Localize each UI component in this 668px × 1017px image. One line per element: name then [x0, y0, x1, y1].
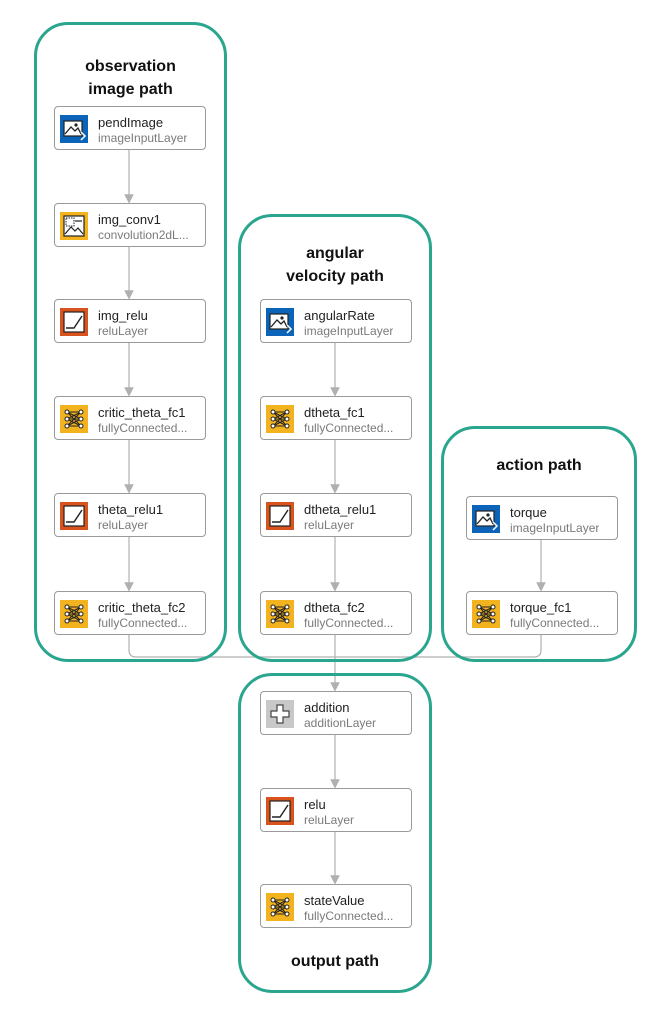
layer-name: stateValue: [304, 893, 365, 908]
fully-connected-icon: [266, 405, 294, 433]
layer-node-addition[interactable]: addition additionLayer: [260, 691, 412, 735]
image-input-icon: [472, 505, 500, 533]
fully-connected-icon: [266, 600, 294, 628]
layer-type: fullyConnected...: [304, 421, 394, 435]
relu-icon: [60, 308, 88, 336]
layer-node-dtheta-relu1[interactable]: dtheta_relu1 reluLayer: [260, 493, 412, 537]
group-title: observation image path: [85, 58, 176, 98]
layer-node-critic-theta-fc2[interactable]: critic_theta_fc2 fullyConnected...: [54, 591, 206, 635]
layer-name: critic_theta_fc1: [98, 405, 186, 420]
layer-node-torque-fc1[interactable]: torque_fc1 fullyConnected...: [466, 591, 618, 635]
layer-type: fullyConnected...: [510, 616, 600, 630]
layer-node-critic-theta-fc1[interactable]: critic_theta_fc1 fullyConnected...: [54, 396, 206, 440]
layer-node-statevalue[interactable]: stateValue fullyConnected...: [260, 884, 412, 928]
layer-type: additionLayer: [304, 716, 377, 730]
layer-type: reluLayer: [98, 518, 149, 532]
layer-node-pendimage[interactable]: pendImage imageInputLayer: [54, 106, 206, 150]
layer-type: fullyConnected...: [98, 616, 188, 630]
addition-icon: [266, 700, 294, 728]
layer-type: imageInputLayer: [510, 521, 600, 535]
layer-name: pendImage: [98, 115, 164, 130]
layer-name: img_relu: [98, 308, 148, 323]
layer-node-img-conv1[interactable]: img_conv1 convolution2dL...: [54, 203, 206, 247]
layer-name: critic_theta_fc2: [98, 600, 186, 615]
relu-icon: [266, 502, 294, 530]
layer-type: fullyConnected...: [304, 909, 394, 923]
layer-name: theta_relu1: [98, 502, 164, 517]
fully-connected-icon: [60, 405, 88, 433]
layer-name: img_conv1: [98, 212, 161, 227]
layer-type: convolution2dL...: [98, 228, 189, 242]
convolution-icon: [60, 212, 88, 240]
layer-type: reluLayer: [304, 518, 355, 532]
fully-connected-icon: [266, 893, 294, 921]
layer-type: fullyConnected...: [304, 616, 394, 630]
layer-name: relu: [304, 797, 326, 812]
group-title: action path: [496, 457, 582, 474]
layer-name: angularRate: [304, 308, 375, 323]
layer-name: dtheta_fc1: [304, 405, 365, 420]
relu-icon: [60, 502, 88, 530]
fully-connected-icon: [60, 600, 88, 628]
image-input-icon: [60, 115, 88, 143]
group-output-path: output path: [238, 673, 432, 993]
layer-node-angularrate[interactable]: angularRate imageInputLayer: [260, 299, 412, 343]
layer-name: torque: [510, 505, 547, 520]
image-input-icon: [266, 308, 294, 336]
relu-icon: [266, 797, 294, 825]
layer-node-img-relu[interactable]: img_relu reluLayer: [54, 299, 206, 343]
layer-node-theta-relu1[interactable]: theta_relu1 reluLayer: [54, 493, 206, 537]
group-title: output path: [291, 953, 379, 970]
layer-name: dtheta_fc2: [304, 600, 365, 615]
group-observation-image-path: observation image path: [34, 22, 227, 662]
layer-type: fullyConnected...: [98, 421, 188, 435]
group-angular-velocity-path: angular velocity path: [238, 214, 432, 662]
layer-node-torque[interactable]: torque imageInputLayer: [466, 496, 618, 540]
group-action-path: action path: [441, 426, 637, 662]
layer-name: addition: [304, 700, 350, 715]
layer-name: dtheta_relu1: [304, 502, 377, 517]
layer-type: imageInputLayer: [98, 131, 188, 145]
layer-type: reluLayer: [98, 324, 149, 338]
layer-node-dtheta-fc1[interactable]: dtheta_fc1 fullyConnected...: [260, 396, 412, 440]
layer-node-dtheta-fc2[interactable]: dtheta_fc2 fullyConnected...: [260, 591, 412, 635]
layer-node-relu[interactable]: relu reluLayer: [260, 788, 412, 832]
group-title: angular velocity path: [286, 245, 384, 285]
fully-connected-icon: [472, 600, 500, 628]
layer-type: imageInputLayer: [304, 324, 394, 338]
layer-name: torque_fc1: [510, 600, 572, 615]
layer-type: reluLayer: [304, 813, 355, 827]
